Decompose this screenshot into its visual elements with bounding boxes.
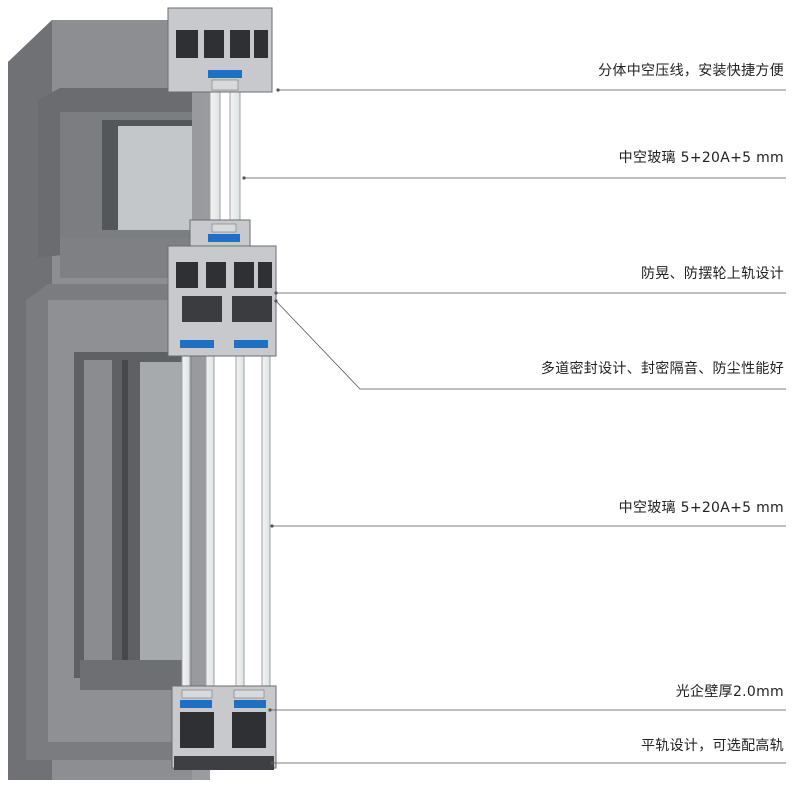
- callout-flat-rail: 平轨设计，可选配高轨: [641, 738, 784, 754]
- leader-dot-anti-sway: [274, 291, 278, 295]
- leader-dot-split-bead: [276, 88, 280, 92]
- leader-line-seal: [275, 300, 786, 390]
- callout-glass-top: 中空玻璃 5+20A+5 mm: [618, 150, 784, 166]
- callout-anti-sway: 防晃、防摆轮上轨设计: [641, 266, 784, 282]
- callout-split-bead: 分体中空压线，安装快捷方便: [598, 63, 784, 79]
- callout-leader-lines: [242, 88, 786, 765]
- leader-dot-wall-thickness: [268, 708, 272, 712]
- leader-dot-glass-top: [242, 176, 246, 180]
- callout-wall-thickness: 光企壁厚2.0mm: [675, 684, 784, 700]
- top-glass-bottom-bead: [189, 219, 251, 249]
- leader-dot-flat-rail: [270, 761, 274, 765]
- callout-glass-bottom: 中空玻璃 5+20A+5 mm: [618, 500, 784, 516]
- top-glass-pane: [209, 91, 241, 223]
- leader-dot-seal: [274, 299, 278, 303]
- upper-opening: [38, 88, 210, 278]
- leader-dot-glass-bottom: [270, 524, 274, 528]
- lower-sash-panel: [26, 284, 190, 760]
- bottom-rail-profile: [171, 685, 277, 770]
- middle-rail-profile: [167, 245, 277, 357]
- top-profile-section: [167, 7, 273, 93]
- callout-seal: 多道密封设计、封密隔音、防尘性能好: [540, 361, 784, 377]
